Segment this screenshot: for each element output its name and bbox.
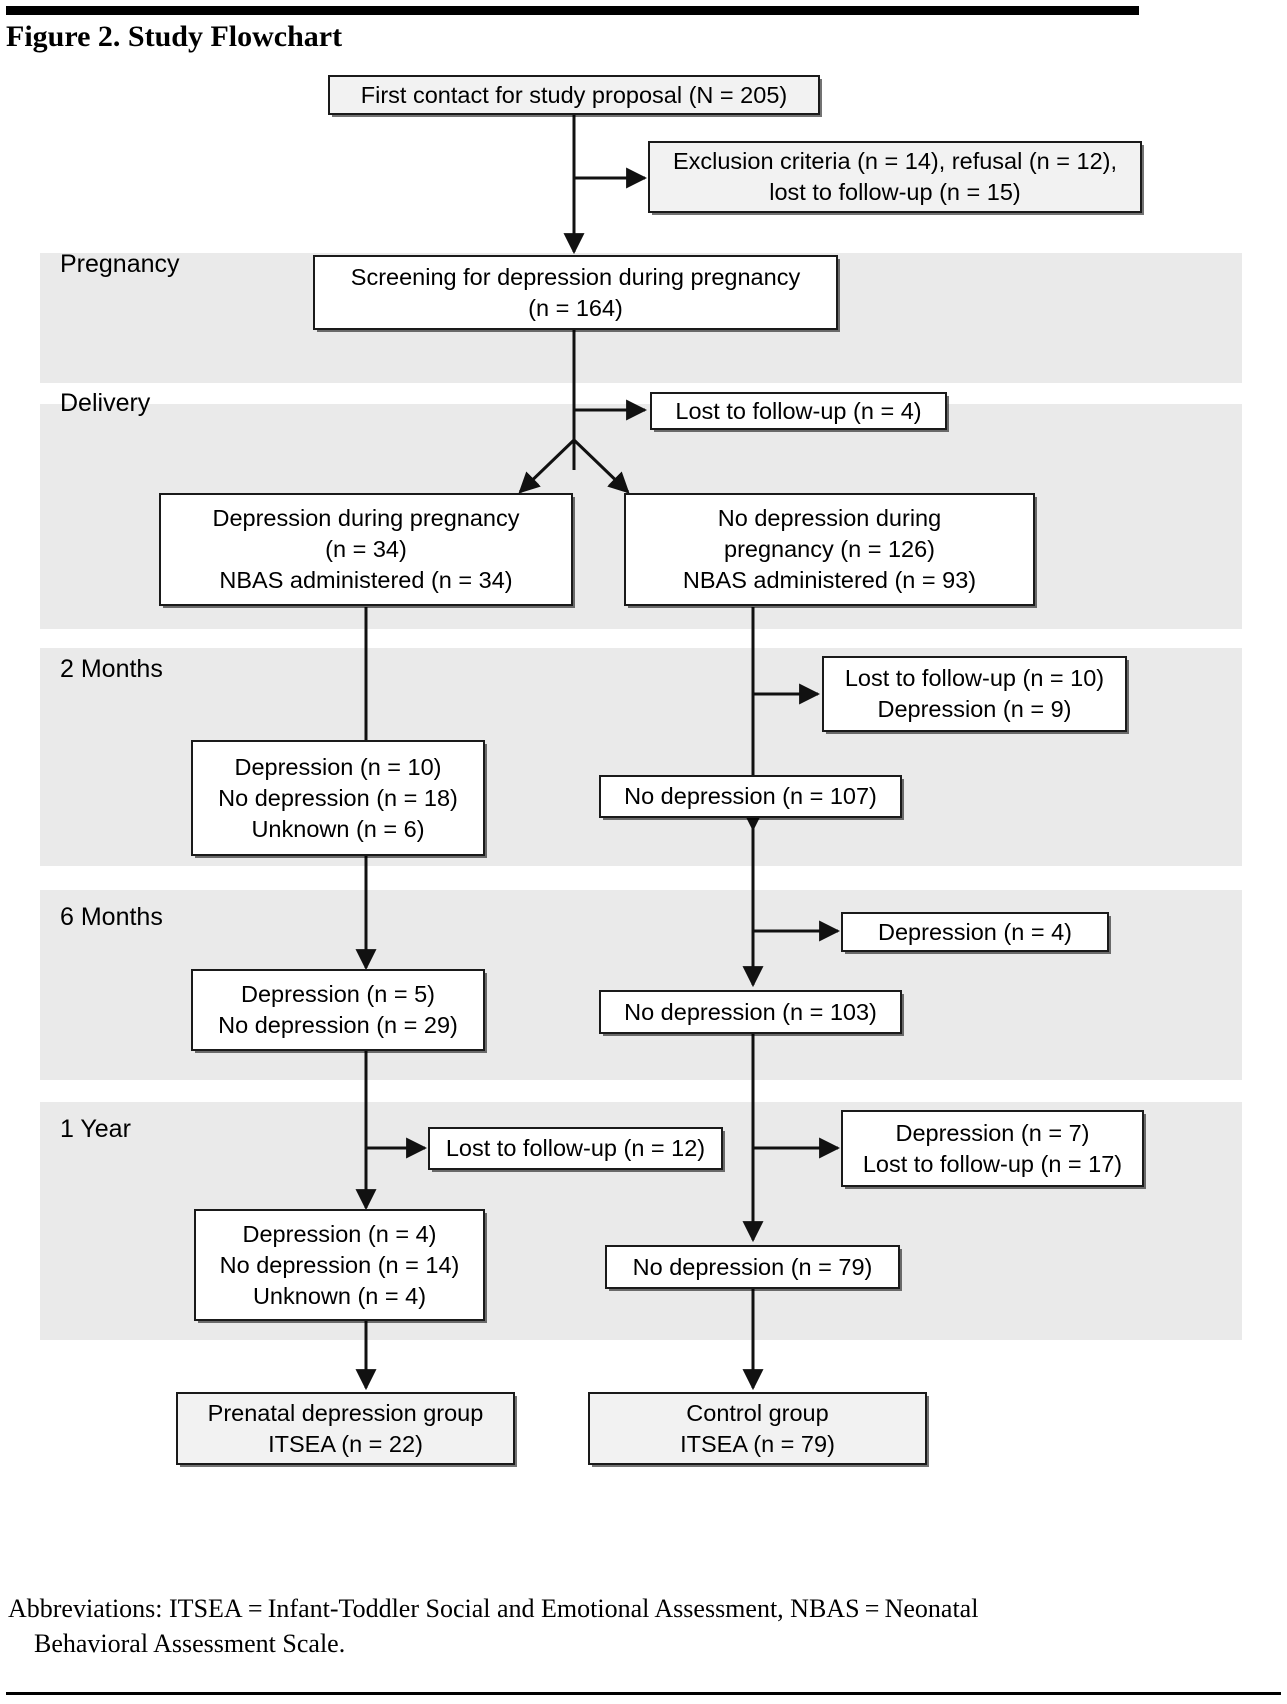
- node-screening-line1: Screening for depression during pregnanc…: [350, 263, 801, 290]
- node-1y-left-line2: No depression (n = 14): [219, 1251, 460, 1278]
- node-nodep-preg-line2: pregnancy (n = 126): [724, 536, 935, 562]
- node-1y-left-line1: Depression (n = 4): [242, 1220, 437, 1247]
- node-6m-left-outcomes[interactable]: Depression (n = 5) No depression (n = 29…: [191, 969, 485, 1051]
- node-delivery-lost-followup-label: Lost to follow-up (n = 4): [675, 397, 922, 424]
- node-2m-left-outcomes[interactable]: Depression (n = 10) No depression (n = 1…: [191, 740, 485, 856]
- node-final-left-label: Prenatal depression group ITSEA (n = 22): [200, 1398, 492, 1460]
- band-label-6-months: 6 Months: [60, 903, 163, 931]
- node-final-prenatal-depression-group[interactable]: Prenatal depression group ITSEA (n = 22): [176, 1392, 515, 1465]
- node-1y-side-line2: Lost to follow-up (n = 17): [862, 1150, 1123, 1177]
- node-6m-right-no-depression[interactable]: No depression (n = 103): [599, 990, 902, 1034]
- node-depression-during-pregnancy-label: Depression during pregnancy (n = 34) NBA…: [205, 503, 528, 596]
- node-final-right-line1: Control group: [686, 1399, 829, 1426]
- node-no-depression-during-pregnancy[interactable]: No depression during pregnancy (n = 126)…: [624, 493, 1035, 606]
- band-label-delivery: Delivery: [60, 389, 151, 417]
- node-screening-line2: (n = 164): [528, 294, 623, 321]
- node-exclusion-label: Exclusion criteria (n = 14), refusal (n …: [665, 146, 1125, 208]
- node-dep-preg-line3: NBAS administered (n = 34): [219, 567, 513, 593]
- node-1y-right-no-depression[interactable]: No depression (n = 79): [605, 1245, 900, 1289]
- node-screening[interactable]: Screening for depression during pregnanc…: [313, 255, 838, 330]
- node-nodep-preg-line1: No depression during: [717, 505, 942, 531]
- node-6m-side-label: Depression (n = 4): [878, 918, 1072, 945]
- node-delivery-lost-followup[interactable]: Lost to follow-up (n = 4): [650, 392, 947, 430]
- node-2m-lost-followup-depression[interactable]: Lost to follow-up (n = 10) Depression (n…: [822, 656, 1127, 732]
- node-2m-left-line2: No depression (n = 18): [218, 784, 458, 811]
- node-2m-side-line2: Depression (n = 9): [877, 696, 1072, 722]
- node-final-left-line2: ITSEA (n = 22): [268, 1430, 423, 1457]
- node-exclusion-line1: Exclusion criteria (n = 14), refusal (n …: [672, 148, 1118, 174]
- node-2m-left-line3: Unknown (n = 6): [251, 815, 425, 842]
- band-label-1-year: 1 Year: [60, 1115, 131, 1143]
- top-rule: [6, 6, 1139, 15]
- node-final-control-group[interactable]: Control group ITSEA (n = 79): [588, 1392, 927, 1465]
- node-1y-left-outcomes[interactable]: Depression (n = 4) No depression (n = 14…: [194, 1209, 485, 1321]
- node-1y-side-outcomes[interactable]: Depression (n = 7) Lost to follow-up (n …: [841, 1110, 1144, 1187]
- node-2m-left-line1: Depression (n = 10): [234, 753, 442, 780]
- node-2m-left-label: Depression (n = 10) No depression (n = 1…: [210, 752, 466, 845]
- node-final-right-label: Control group ITSEA (n = 79): [672, 1398, 843, 1460]
- band-label-pregnancy: Pregnancy: [60, 250, 180, 278]
- node-screening-label: Screening for depression during pregnanc…: [343, 262, 808, 324]
- node-first-contact[interactable]: First contact for study proposal (N = 20…: [328, 75, 820, 115]
- node-2m-right-no-depression[interactable]: No depression (n = 107): [599, 775, 902, 818]
- node-1y-mid-label: Lost to follow-up (n = 12): [445, 1135, 706, 1161]
- abbreviations-line1: Abbreviations: ITSEA = Infant-Toddler So…: [8, 1594, 979, 1623]
- node-no-depression-during-pregnancy-label: No depression during pregnancy (n = 126)…: [675, 503, 984, 596]
- node-exclusion[interactable]: Exclusion criteria (n = 14), refusal (n …: [648, 141, 1142, 213]
- node-2m-side-label: Lost to follow-up (n = 10) Depression (n…: [837, 663, 1112, 725]
- node-final-left-line1: Prenatal depression group: [207, 1399, 484, 1426]
- node-1y-left-label: Depression (n = 4) No depression (n = 14…: [212, 1219, 468, 1312]
- node-2m-right-label: No depression (n = 107): [624, 783, 877, 809]
- abbreviations-note: Abbreviations: ITSEA = Infant-Toddler So…: [8, 1591, 1168, 1661]
- node-dep-preg-line1: Depression during pregnancy: [212, 505, 520, 531]
- abbreviations-line2: Behavioral Assessment Scale.: [34, 1629, 346, 1658]
- node-dep-preg-line2: (n = 34): [325, 536, 407, 562]
- node-exclusion-line2: lost to follow-up (n = 15): [769, 179, 1021, 205]
- node-1y-side-label: Depression (n = 7) Lost to follow-up (n …: [855, 1118, 1130, 1180]
- node-6m-side-depression[interactable]: Depression (n = 4): [841, 912, 1109, 952]
- band-label-2-months: 2 Months: [60, 655, 163, 683]
- node-6m-left-line2: No depression (n = 29): [218, 1012, 458, 1038]
- node-final-right-line2: ITSEA (n = 79): [680, 1430, 835, 1457]
- node-2m-side-line1: Lost to follow-up (n = 10): [844, 665, 1105, 691]
- node-6m-left-line1: Depression (n = 5): [241, 981, 435, 1007]
- node-6m-left-label: Depression (n = 5) No depression (n = 29…: [210, 979, 466, 1041]
- node-depression-during-pregnancy[interactable]: Depression during pregnancy (n = 34) NBA…: [159, 493, 573, 606]
- node-1y-side-line1: Depression (n = 7): [895, 1119, 1090, 1146]
- node-6m-right-label: No depression (n = 103): [624, 998, 877, 1025]
- bottom-rule: [6, 1692, 1281, 1695]
- figure-title: Figure 2. Study Flowchart: [6, 20, 343, 53]
- node-nodep-preg-line3: NBAS administered (n = 93): [682, 567, 977, 593]
- node-1y-left-line3: Unknown (n = 4): [252, 1282, 427, 1309]
- node-1y-right-label: No depression (n = 79): [632, 1253, 873, 1280]
- node-first-contact-label: First contact for study proposal (N = 20…: [360, 81, 788, 108]
- node-1y-mid-lost-followup[interactable]: Lost to follow-up (n = 12): [428, 1127, 723, 1170]
